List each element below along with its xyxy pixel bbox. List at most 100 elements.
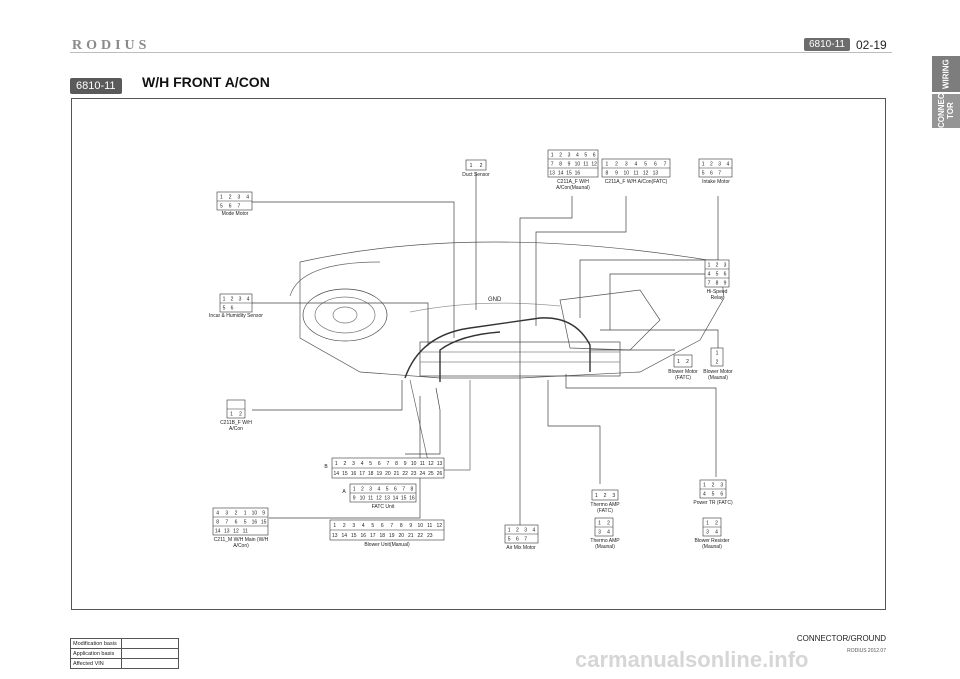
pin-number: 4 [216, 511, 219, 517]
pin-number: 8 [559, 162, 562, 168]
pin-number: 5 [716, 272, 719, 278]
pin-number: 21 [394, 471, 400, 477]
blower-motor-manual-connector [710, 347, 724, 367]
pin-number: 14 [334, 471, 340, 477]
pin-number: 8 [605, 171, 608, 177]
pin-number: 2 [715, 521, 718, 527]
revision-label: Application basis [70, 648, 122, 659]
pin-number: 16 [575, 171, 581, 177]
pin-number: 23 [411, 471, 417, 477]
pin-number: 1 [333, 523, 336, 529]
pin-number: 5 [223, 306, 226, 312]
pin-number: 5 [702, 171, 705, 177]
pin-number: 1 [335, 461, 338, 467]
pin-number: 12 [643, 171, 649, 177]
pin-number: 2 [361, 487, 364, 493]
pin-number: 10 [417, 523, 423, 529]
page-title: W/H FRONT A/CON [142, 74, 270, 90]
pin-number: 9 [724, 281, 727, 287]
pin-number: 14 [215, 529, 221, 535]
watermark: carmanualsonline.info [575, 647, 809, 672]
revision-row: Affected VIN [70, 658, 179, 669]
blower-motor-fatc-label: Blower Motor (FATC) [668, 369, 698, 381]
pin-number: 8 [410, 487, 413, 493]
intake-motor-connector [698, 158, 733, 178]
mode-motor-label: Mode Motor [221, 211, 249, 217]
thermo-amp-fatc-connector [591, 489, 619, 501]
pin-number: 10 [411, 461, 417, 467]
pin-number: 3 [524, 528, 527, 534]
pin-number: 7 [237, 204, 240, 210]
pin-number: 7 [708, 281, 711, 287]
incar-sensor-label: Incar & Humidity Sensor [209, 313, 263, 319]
pin-number: 1 [551, 153, 554, 159]
pin-number: 4 [708, 272, 711, 278]
pin-number: 5 [508, 537, 511, 543]
pin-number: 5 [369, 461, 372, 467]
pin-number: 12 [376, 496, 382, 502]
pin-number: 2 [231, 297, 234, 303]
pin-number: 12 [428, 461, 434, 467]
pin-number: 1 [677, 359, 680, 365]
pin-number: 13 [549, 171, 555, 177]
pin-number: 5 [386, 487, 389, 493]
pin-number: 11 [583, 162, 588, 168]
pin-number: 9 [353, 496, 356, 502]
pin-number: 1 [598, 521, 601, 527]
pin-number: 15 [401, 496, 407, 502]
revision-row: Application basis [70, 648, 179, 659]
gnd-label: GND [488, 297, 502, 303]
pin-number: 1 [595, 493, 598, 499]
title-code-badge: 6810-11 [70, 78, 122, 94]
pin-number: 2 [686, 359, 689, 365]
pin-number: 9 [262, 511, 265, 517]
pin-number: 2 [239, 412, 242, 418]
fatc-unit-b-connector [331, 457, 445, 479]
pin-number: 7 [225, 520, 228, 526]
pin-number: 26 [437, 471, 443, 477]
pin-number: 1 [220, 195, 223, 201]
pin-number: 7 [402, 487, 405, 493]
pin-number: 14 [393, 496, 399, 502]
pin-number: 2 [559, 153, 562, 159]
pin-number: 4 [362, 523, 365, 529]
pin-number: 3 [568, 153, 571, 159]
pin-number: 4 [635, 162, 638, 168]
pin-number: 2 [710, 162, 713, 168]
pin-number: 7 [664, 162, 667, 168]
pin-number: 3 [352, 523, 355, 529]
pin-number: 15 [261, 520, 267, 526]
section-name: CONNECTOR/GROUND [796, 634, 886, 643]
pin-number: 15 [566, 171, 572, 177]
intake-motor-label: Intake Motor [702, 179, 730, 185]
pin-number: 1 [716, 351, 719, 357]
pin-number: 13 [332, 533, 338, 539]
pin-number: 13 [653, 171, 659, 177]
pin-number: 25 [428, 471, 434, 477]
pin-number: 1 [703, 483, 706, 489]
power-tr-label: Power TR (FATC) [693, 500, 733, 506]
pin-number: 15 [351, 533, 357, 539]
pin-number: 3 [598, 530, 601, 536]
blower-resister-label: Blower Resister (Maunal) [694, 538, 730, 550]
pin-number: 13 [224, 529, 230, 535]
pin-number: 3 [706, 530, 709, 536]
duct-sensor-connector [465, 159, 487, 171]
pin-number: 14 [558, 171, 564, 177]
fatc-unit-a-tag: A [342, 489, 346, 495]
revision-label: Affected VIN [70, 658, 122, 669]
pin-number: 20 [385, 471, 391, 477]
pin-number: 6 [235, 520, 238, 526]
pin-number: 2 [712, 483, 715, 489]
pin-number: 22 [402, 471, 408, 477]
pin-number: 9 [409, 523, 412, 529]
hi-speed-relay-connector [704, 259, 730, 288]
pin-number: 9 [568, 162, 571, 168]
pin-number: 15 [342, 471, 348, 477]
pin-number: 4 [576, 153, 579, 159]
pin-number: 17 [359, 471, 365, 477]
pin-number: 6 [229, 204, 232, 210]
pin-number: 3 [237, 195, 240, 201]
pin-number: 1 [230, 412, 233, 418]
